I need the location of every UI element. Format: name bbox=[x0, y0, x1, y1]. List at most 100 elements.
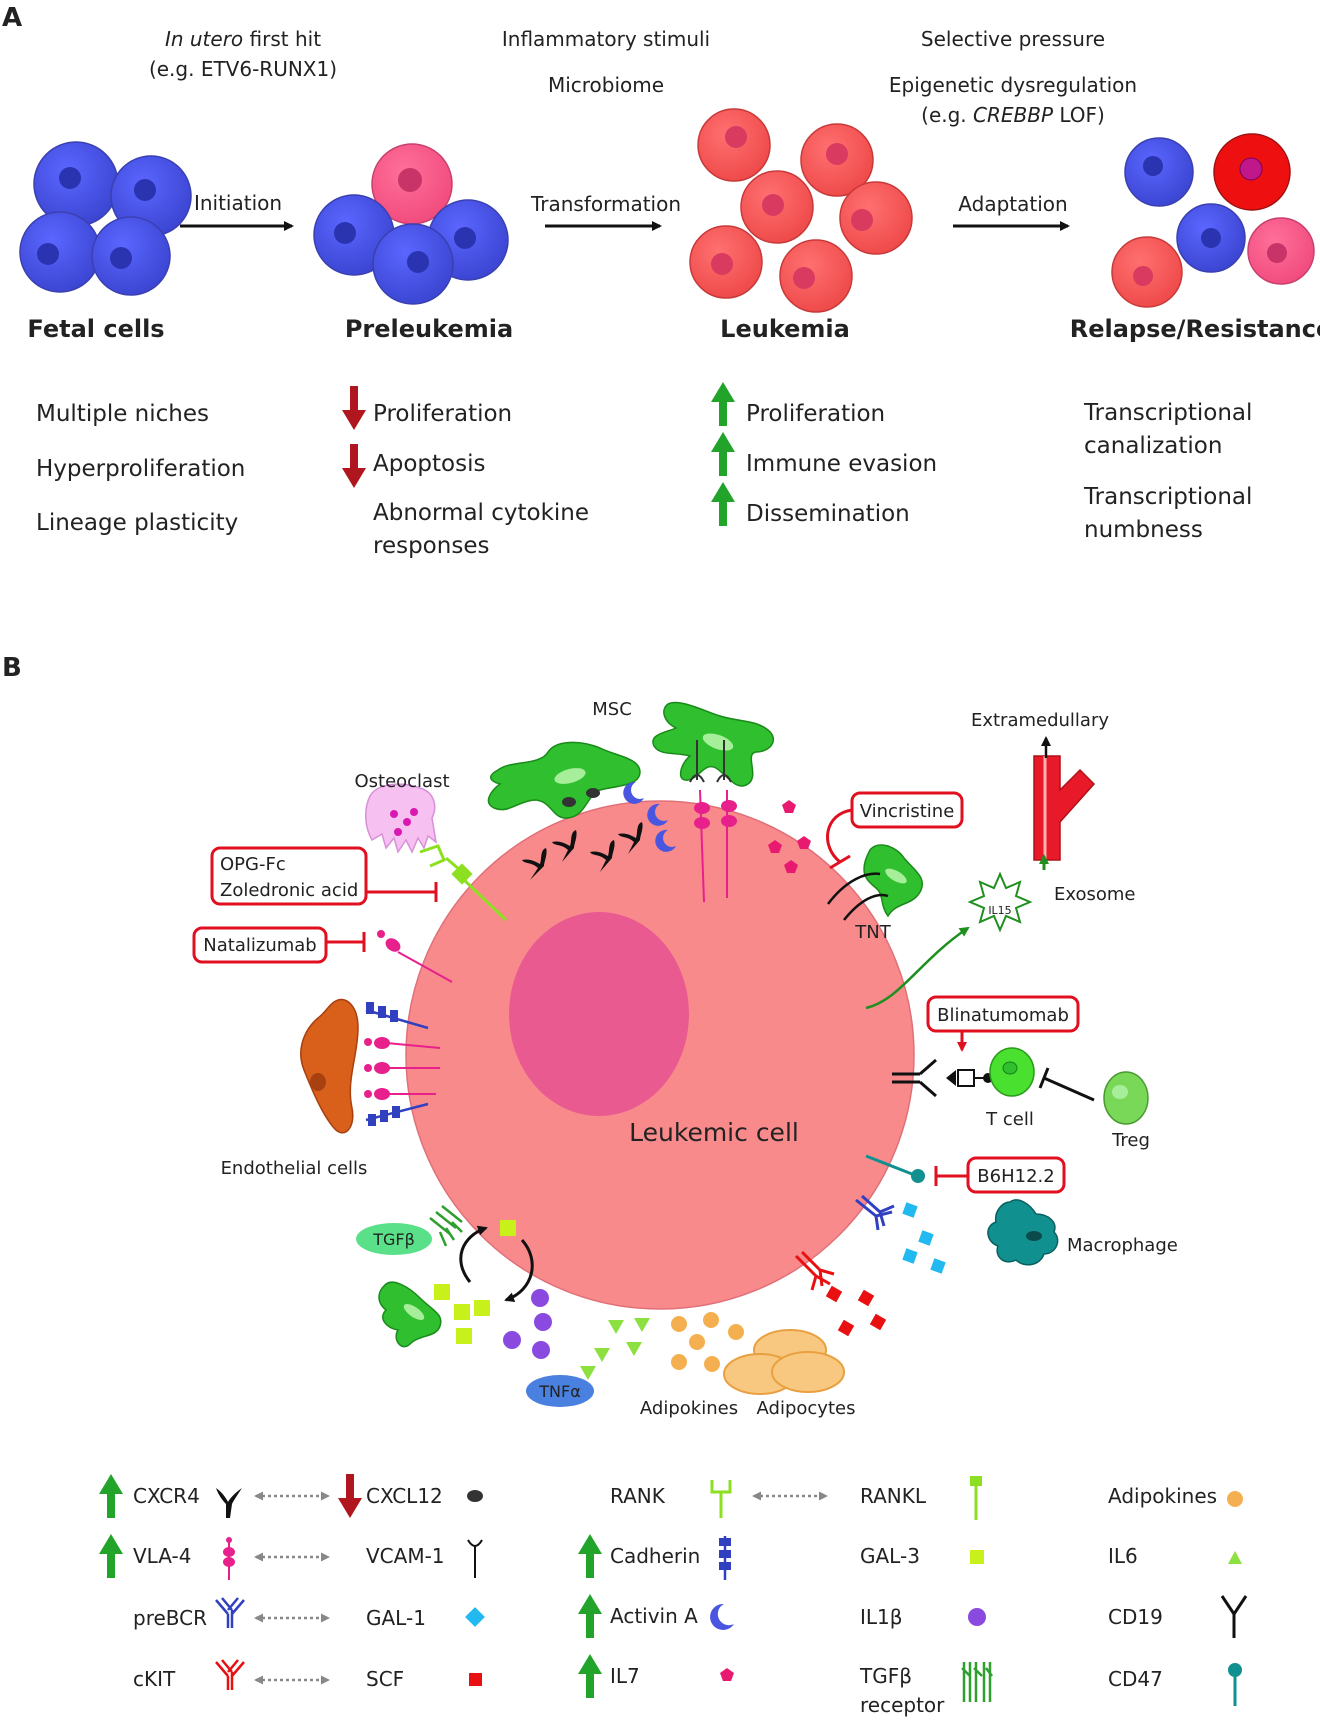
down-arrow-icon bbox=[342, 386, 366, 430]
leukemia-feature: Proliferation bbox=[746, 401, 885, 427]
adipokines-icon bbox=[1227, 1491, 1243, 1507]
natalizumab-label: Natalizumab bbox=[203, 935, 316, 956]
legend-vcam1: VCAM-1 bbox=[366, 1544, 445, 1568]
treg-cell bbox=[1103, 1071, 1149, 1125]
exosome-release-arrow bbox=[865, 926, 970, 1010]
preleukemia-feature: Proliferation bbox=[373, 401, 512, 427]
msc-label: MSC bbox=[592, 699, 632, 720]
leukemia-feature: Dissemination bbox=[746, 501, 910, 527]
legend-ckit: cKIT bbox=[133, 1667, 176, 1691]
gal1-icon bbox=[465, 1607, 485, 1627]
legend: CXCR4 VLA-4 preBCR cKIT CXCL12 VCAM-1 GA… bbox=[99, 1474, 1248, 1717]
preleukemia-feature: Abnormal cytokine bbox=[373, 500, 589, 526]
rank-rankl-pair bbox=[419, 844, 508, 922]
cxcl12-dot bbox=[562, 797, 576, 807]
microbiome-label: Microbiome bbox=[548, 73, 664, 97]
legend-rankl: RANKL bbox=[860, 1484, 927, 1508]
tgfb-label: TGFβ bbox=[372, 1230, 415, 1249]
leukemia-feature: Immune evasion bbox=[746, 451, 937, 477]
gal3-icon bbox=[970, 1550, 984, 1564]
transformation-label: Transformation bbox=[530, 192, 681, 216]
osteoclast-cell bbox=[365, 783, 438, 854]
legend-cd47: CD47 bbox=[1108, 1667, 1163, 1691]
leukemia-cells bbox=[689, 108, 913, 313]
il1b-icon bbox=[968, 1608, 986, 1626]
tgfb-receptor bbox=[429, 1205, 463, 1247]
treg-label: Treg bbox=[1111, 1130, 1150, 1151]
preleukemia-cells bbox=[313, 143, 509, 305]
prebcr-receptor bbox=[855, 1194, 895, 1231]
panel-a-letter: A bbox=[2, 3, 22, 33]
vcam1-icon bbox=[467, 1539, 483, 1578]
natalizumab-box bbox=[192, 926, 328, 964]
rank-icon bbox=[710, 1480, 732, 1518]
legend-il7: IL7 bbox=[610, 1664, 640, 1688]
activin-a-icon bbox=[710, 1603, 734, 1630]
extramedullary-label: Extramedullary bbox=[971, 710, 1109, 731]
cd47-icon bbox=[1228, 1663, 1242, 1706]
endothelial-cell bbox=[300, 998, 359, 1134]
tnt-connection bbox=[843, 893, 889, 921]
cxcr4-receptors bbox=[522, 822, 643, 880]
legend-cadherin: Cadherin bbox=[610, 1544, 700, 1568]
gal1-molecules bbox=[902, 1202, 946, 1274]
preleukemia-feature: Apoptosis bbox=[373, 451, 485, 477]
opg-fc-label: OPG-Fc bbox=[220, 854, 286, 875]
stage-leukemia: Leukemia bbox=[720, 315, 850, 343]
cxcl12-dot bbox=[586, 788, 600, 798]
stage-relapse: Relapse/Resistance bbox=[1070, 315, 1320, 343]
cadherin-icon bbox=[719, 1536, 731, 1580]
il15-label: IL15 bbox=[988, 904, 1011, 917]
vla4-receptor bbox=[377, 930, 453, 983]
up-arrow-icon bbox=[99, 1534, 123, 1578]
cd19-icon bbox=[1220, 1595, 1248, 1638]
gal3-feedback-arrow bbox=[504, 1238, 534, 1303]
scf-icon bbox=[469, 1673, 482, 1686]
vcam1-vla4-pairs bbox=[689, 740, 737, 903]
relapse-cells bbox=[1111, 133, 1315, 308]
blood-vessel bbox=[1033, 755, 1096, 861]
activin-a-molecules bbox=[623, 781, 676, 852]
t-cell-label: T cell bbox=[985, 1109, 1034, 1130]
tnt-msc-cell bbox=[863, 844, 924, 918]
fetal-feature: Hyperproliferation bbox=[36, 456, 245, 482]
stage-fetal-cells: Fetal cells bbox=[27, 315, 164, 343]
inflammatory-label: Inflammatory stimuli bbox=[502, 27, 710, 51]
cd47-receptor bbox=[865, 1154, 913, 1176]
up-arrow-icon bbox=[99, 1474, 123, 1518]
legend-cxcr4: CXCR4 bbox=[133, 1484, 200, 1508]
legend-scf: SCF bbox=[366, 1667, 404, 1691]
legend-adipokines: Adipokines bbox=[1108, 1484, 1217, 1508]
cadherin-pairs bbox=[365, 1002, 429, 1126]
fetal-cells bbox=[19, 141, 192, 296]
up-arrow-icon bbox=[711, 432, 735, 476]
il1b-molecules bbox=[503, 1289, 552, 1359]
tnt-label: TNT bbox=[854, 922, 891, 943]
treg-inhibit-line bbox=[1043, 1076, 1095, 1102]
blinatumomab-molecule bbox=[946, 1069, 993, 1087]
initiation-label: Initiation bbox=[194, 191, 282, 215]
legend-tgfb: TGFβ bbox=[859, 1664, 912, 1688]
t-cell bbox=[989, 1047, 1035, 1097]
tnt-connection bbox=[827, 872, 881, 905]
fetal-feature: Lineage plasticity bbox=[36, 510, 238, 536]
ckit-icon bbox=[215, 1659, 245, 1690]
il7-icon bbox=[720, 1668, 734, 1681]
ckit-receptor bbox=[794, 1250, 835, 1291]
msc-cell bbox=[652, 701, 774, 787]
vincristine-inhibit-line bbox=[826, 808, 853, 864]
macrophage-cell bbox=[987, 1199, 1059, 1266]
blinatumomab-label: Blinatumomab bbox=[937, 1005, 1069, 1026]
up-arrow-icon bbox=[578, 1594, 602, 1638]
relapse-feature: canalization bbox=[1084, 433, 1222, 459]
scf-molecules bbox=[825, 1285, 887, 1337]
first-hit-label: In utero first hit bbox=[165, 27, 321, 51]
msc-cell bbox=[487, 741, 641, 819]
selective-pressure-label: Selective pressure bbox=[921, 27, 1105, 51]
tgfb-badge bbox=[356, 1223, 432, 1255]
epigenetic-label: Epigenetic dysregulation bbox=[889, 73, 1137, 97]
gal3-molecules bbox=[434, 1220, 516, 1344]
vla4-icon bbox=[223, 1537, 235, 1580]
msc-cell-lower bbox=[378, 1281, 442, 1348]
